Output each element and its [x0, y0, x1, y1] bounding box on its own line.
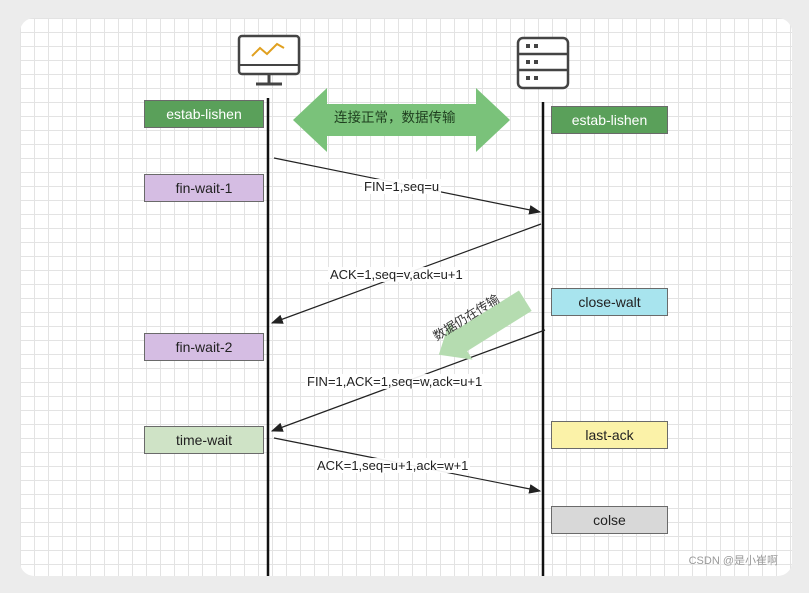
- client-state-label: fin-wait-2: [175, 339, 233, 355]
- client-state-time-wait: time-wait: [144, 426, 264, 454]
- server-state-label: close-walt: [578, 294, 641, 310]
- client-state-fin-wait-1: fin-wait-1: [144, 174, 264, 202]
- server-state-last-ack: last-ack: [551, 421, 668, 449]
- message-label-4: ACK=1,seq=u+1,ack=w+1: [315, 458, 471, 473]
- message-label-1: FIN=1,seq=u: [362, 179, 442, 194]
- server-state-close-walt: close-walt: [551, 288, 668, 316]
- server-icon: [516, 36, 570, 90]
- server-state-label: colse: [593, 512, 626, 528]
- tilted-arrow: [438, 290, 532, 360]
- banner-double-arrow: [293, 88, 510, 152]
- watermark: CSDN @是小崔啊: [688, 555, 778, 567]
- sequence-lines: [266, 88, 546, 576]
- message-label-3: FIN=1,ACK=1,seq=w,ack=u+1: [305, 374, 485, 389]
- server-state-estab: estab-lishen: [551, 106, 668, 134]
- client-state-estab: estab-lishen: [144, 100, 264, 128]
- client-state-fin-wait-2: fin-wait-2: [144, 333, 264, 361]
- message-label-2: ACK=1,seq=v,ack=u+1: [328, 267, 465, 282]
- computer-icon: [237, 34, 301, 86]
- server-state-colse: colse: [551, 506, 668, 534]
- client-state-label: estab-lishen: [166, 106, 242, 122]
- banner-label: 连接正常，数据传输: [334, 110, 456, 125]
- diagram-canvas: 连接正常，数据传输 数据仍在传输 estab-lishen fin-wait-1…: [20, 18, 792, 576]
- client-state-label: fin-wait-1: [175, 180, 233, 196]
- server-state-label: last-ack: [585, 427, 634, 443]
- client-state-label: time-wait: [175, 432, 232, 448]
- server-state-label: estab-lishen: [571, 112, 648, 128]
